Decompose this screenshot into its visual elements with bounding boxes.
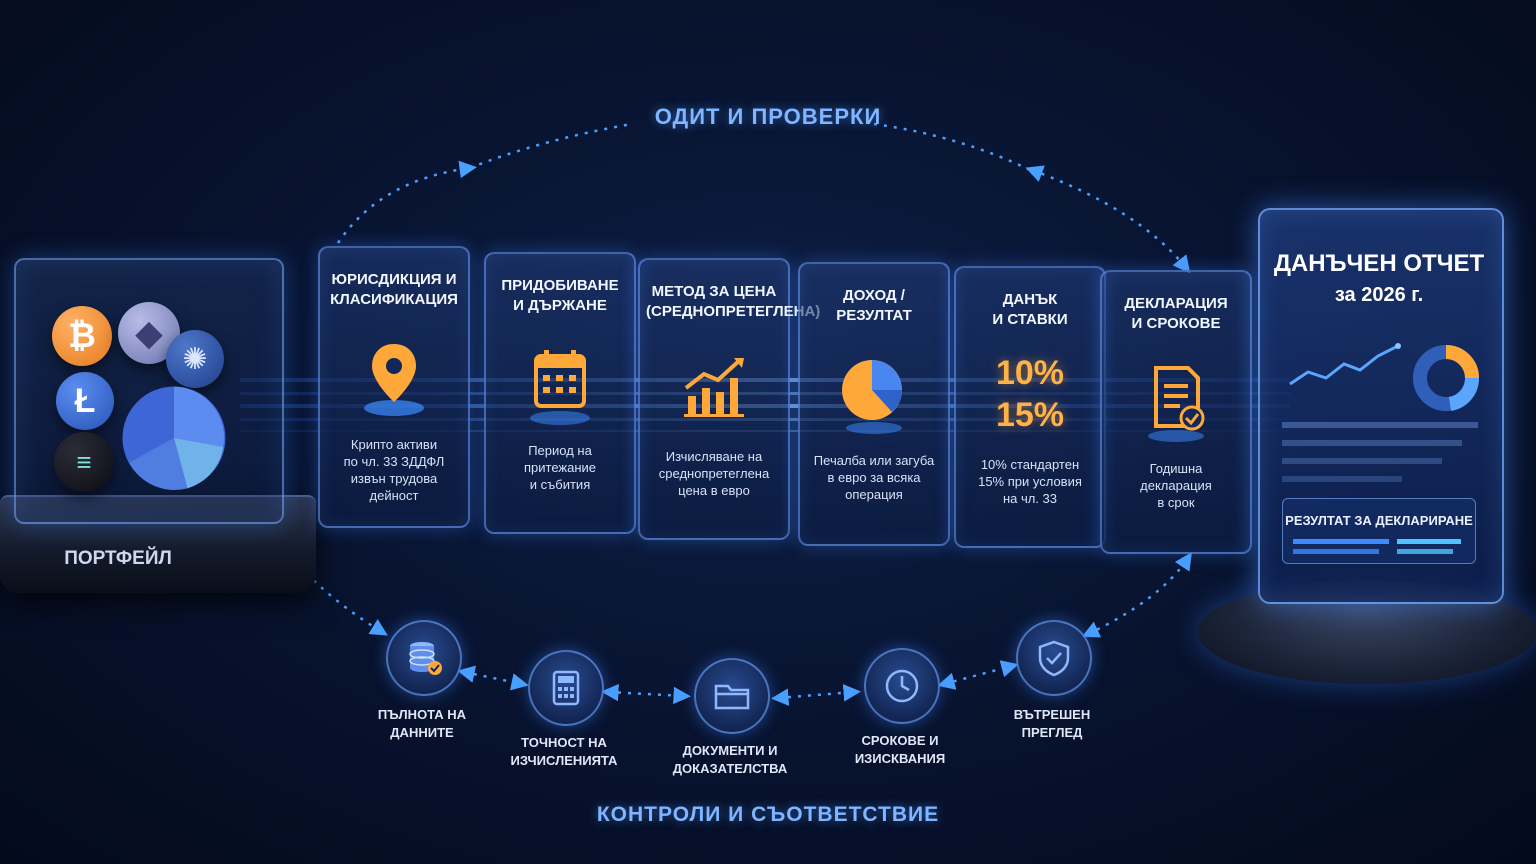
audit-line-right xyxy=(873,122,1031,172)
solana-icon: ≡ xyxy=(54,432,114,492)
control-link-3 xyxy=(771,684,861,706)
step-desc: Печалба или загуба в евро за всяка опера… xyxy=(813,453,935,502)
control-label-calculation-accuracy: ТОЧНОСТ НА ИЗЧИСЛЕНИЯТА xyxy=(510,735,618,768)
control-label-deadlines: СРОКОВЕ И ИЗИСКВАНИЯ xyxy=(854,733,946,766)
control-link-4 xyxy=(937,660,1019,690)
control-node-deadlines[interactable] xyxy=(864,648,940,724)
growth-chart-icon xyxy=(684,358,744,417)
control-link-2 xyxy=(601,683,691,705)
step-card-jurisdiction[interactable]: ЮРИСДИКЦИЯ И КЛАСИФИКАЦИЯ Крипто активи … xyxy=(318,246,470,528)
step-desc: Крипто активи по чл. 33 ЗДДФЛ извън труд… xyxy=(343,437,445,503)
portfolio-pedestal xyxy=(0,495,316,593)
control-node-internal-review[interactable] xyxy=(1016,620,1092,696)
control-node-calculation-accuracy[interactable] xyxy=(528,650,604,726)
location-pin-icon xyxy=(364,344,424,416)
shield-check-icon xyxy=(1038,640,1070,677)
control-node-documents[interactable] xyxy=(694,658,770,734)
result-bars xyxy=(1293,539,1461,554)
clock-icon xyxy=(885,669,919,703)
calculator-icon xyxy=(552,670,580,706)
controls-title: КОНТРОЛИ И СЪОТВЕТСТВИЕ xyxy=(596,803,940,826)
audit-arc-right xyxy=(1025,165,1191,274)
step-title: ДЕКЛАРАЦИЯ И СРОКОВЕ xyxy=(1124,295,1228,332)
document-check-icon xyxy=(1148,366,1205,442)
step-card-price-method[interactable]: МЕТОД ЗА ЦЕНА (СРЕДНОПРЕТЕГЛЕНА) Изчисля… xyxy=(638,258,821,540)
bitcoin-icon: ₿ xyxy=(52,306,112,366)
control-label-data-completeness: ПЪЛНОТА НА ДАННИТЕ xyxy=(377,707,467,740)
control-label-internal-review: ВЪТРЕШЕН ПРЕГЛЕД xyxy=(1013,707,1091,740)
report-donut-icon xyxy=(1413,345,1479,411)
step-title: ЮРИСДИКЦИЯ И КЛАСИФИКАЦИЯ xyxy=(330,271,458,308)
report-title: ДАНЪЧЕН ОТЧЕТ xyxy=(1273,250,1485,277)
step-card-tax-rates[interactable]: ДАНЪК И СТАВКИ 10% 15% 10% стандартен 15… xyxy=(954,266,1106,548)
step-desc: Годишна декларация в срок xyxy=(1140,461,1212,510)
litecoin-icon: Ł xyxy=(56,372,114,430)
control-link-5 xyxy=(1081,552,1192,638)
step-card-acquisition[interactable]: ПРИДОБИВАНЕ И ДЪРЖАНЕ Период на притежан… xyxy=(484,252,636,534)
step-title: ДОХОД / РЕЗУЛТАТ xyxy=(836,287,912,324)
control-link-1 xyxy=(457,665,529,691)
database-check-icon xyxy=(409,642,442,675)
step-title: ПРИДОБИВАНЕ И ДЪРЖАНЕ xyxy=(501,277,619,314)
control-node-data-completeness[interactable] xyxy=(386,620,462,696)
calendar-icon xyxy=(530,350,590,425)
rate-10: 10% xyxy=(995,354,1065,392)
audit-arc-left xyxy=(336,160,477,244)
step-desc: 10% стандартен 15% при условия на чл. 33 xyxy=(978,457,1082,506)
step-card-declaration[interactable]: ДЕКЛАРАЦИЯ И СРОКОВЕ Годишна декларация … xyxy=(1100,270,1252,554)
step-desc: Изчисляване на среднопретеглена цена в е… xyxy=(658,449,770,498)
audit-line-left xyxy=(469,122,633,170)
result-label: РЕЗУЛТАТ ЗА ДЕКЛАРИРАНЕ xyxy=(1285,513,1473,528)
portfolio-pie-icon xyxy=(122,386,226,490)
cardano-icon: ✺ xyxy=(166,330,224,388)
step-desc: Период на притежание и събития xyxy=(523,443,597,492)
pie-chart-icon xyxy=(842,360,902,434)
result-box: РЕЗУЛТАТ ЗА ДЕКЛАРИРАНЕ xyxy=(1282,498,1476,564)
rate-15: 15% xyxy=(995,396,1065,434)
report-subtitle: за 2026 г. xyxy=(1334,284,1424,306)
step-card-income[interactable]: ДОХОД / РЕЗУЛТАТ Печалба или загуба в ев… xyxy=(798,262,950,546)
report-text-lines xyxy=(1282,422,1478,482)
audit-title: ОДИТ И ПРОВЕРКИ xyxy=(654,104,882,129)
portfolio-label: ПОРТФЕЙЛ xyxy=(64,548,172,569)
step-title: МЕТОД ЗА ЦЕНА (СРЕДНОПРЕТЕГЛЕНА) xyxy=(646,283,821,320)
folder-icon xyxy=(714,684,750,710)
control-label-documents: ДОКУМЕНТИ И ДОКАЗАТЕЛСТВА xyxy=(672,743,788,776)
step-title: ДАНЪК И СТАВКИ xyxy=(992,291,1068,328)
report-line-chart-icon xyxy=(1289,343,1401,386)
